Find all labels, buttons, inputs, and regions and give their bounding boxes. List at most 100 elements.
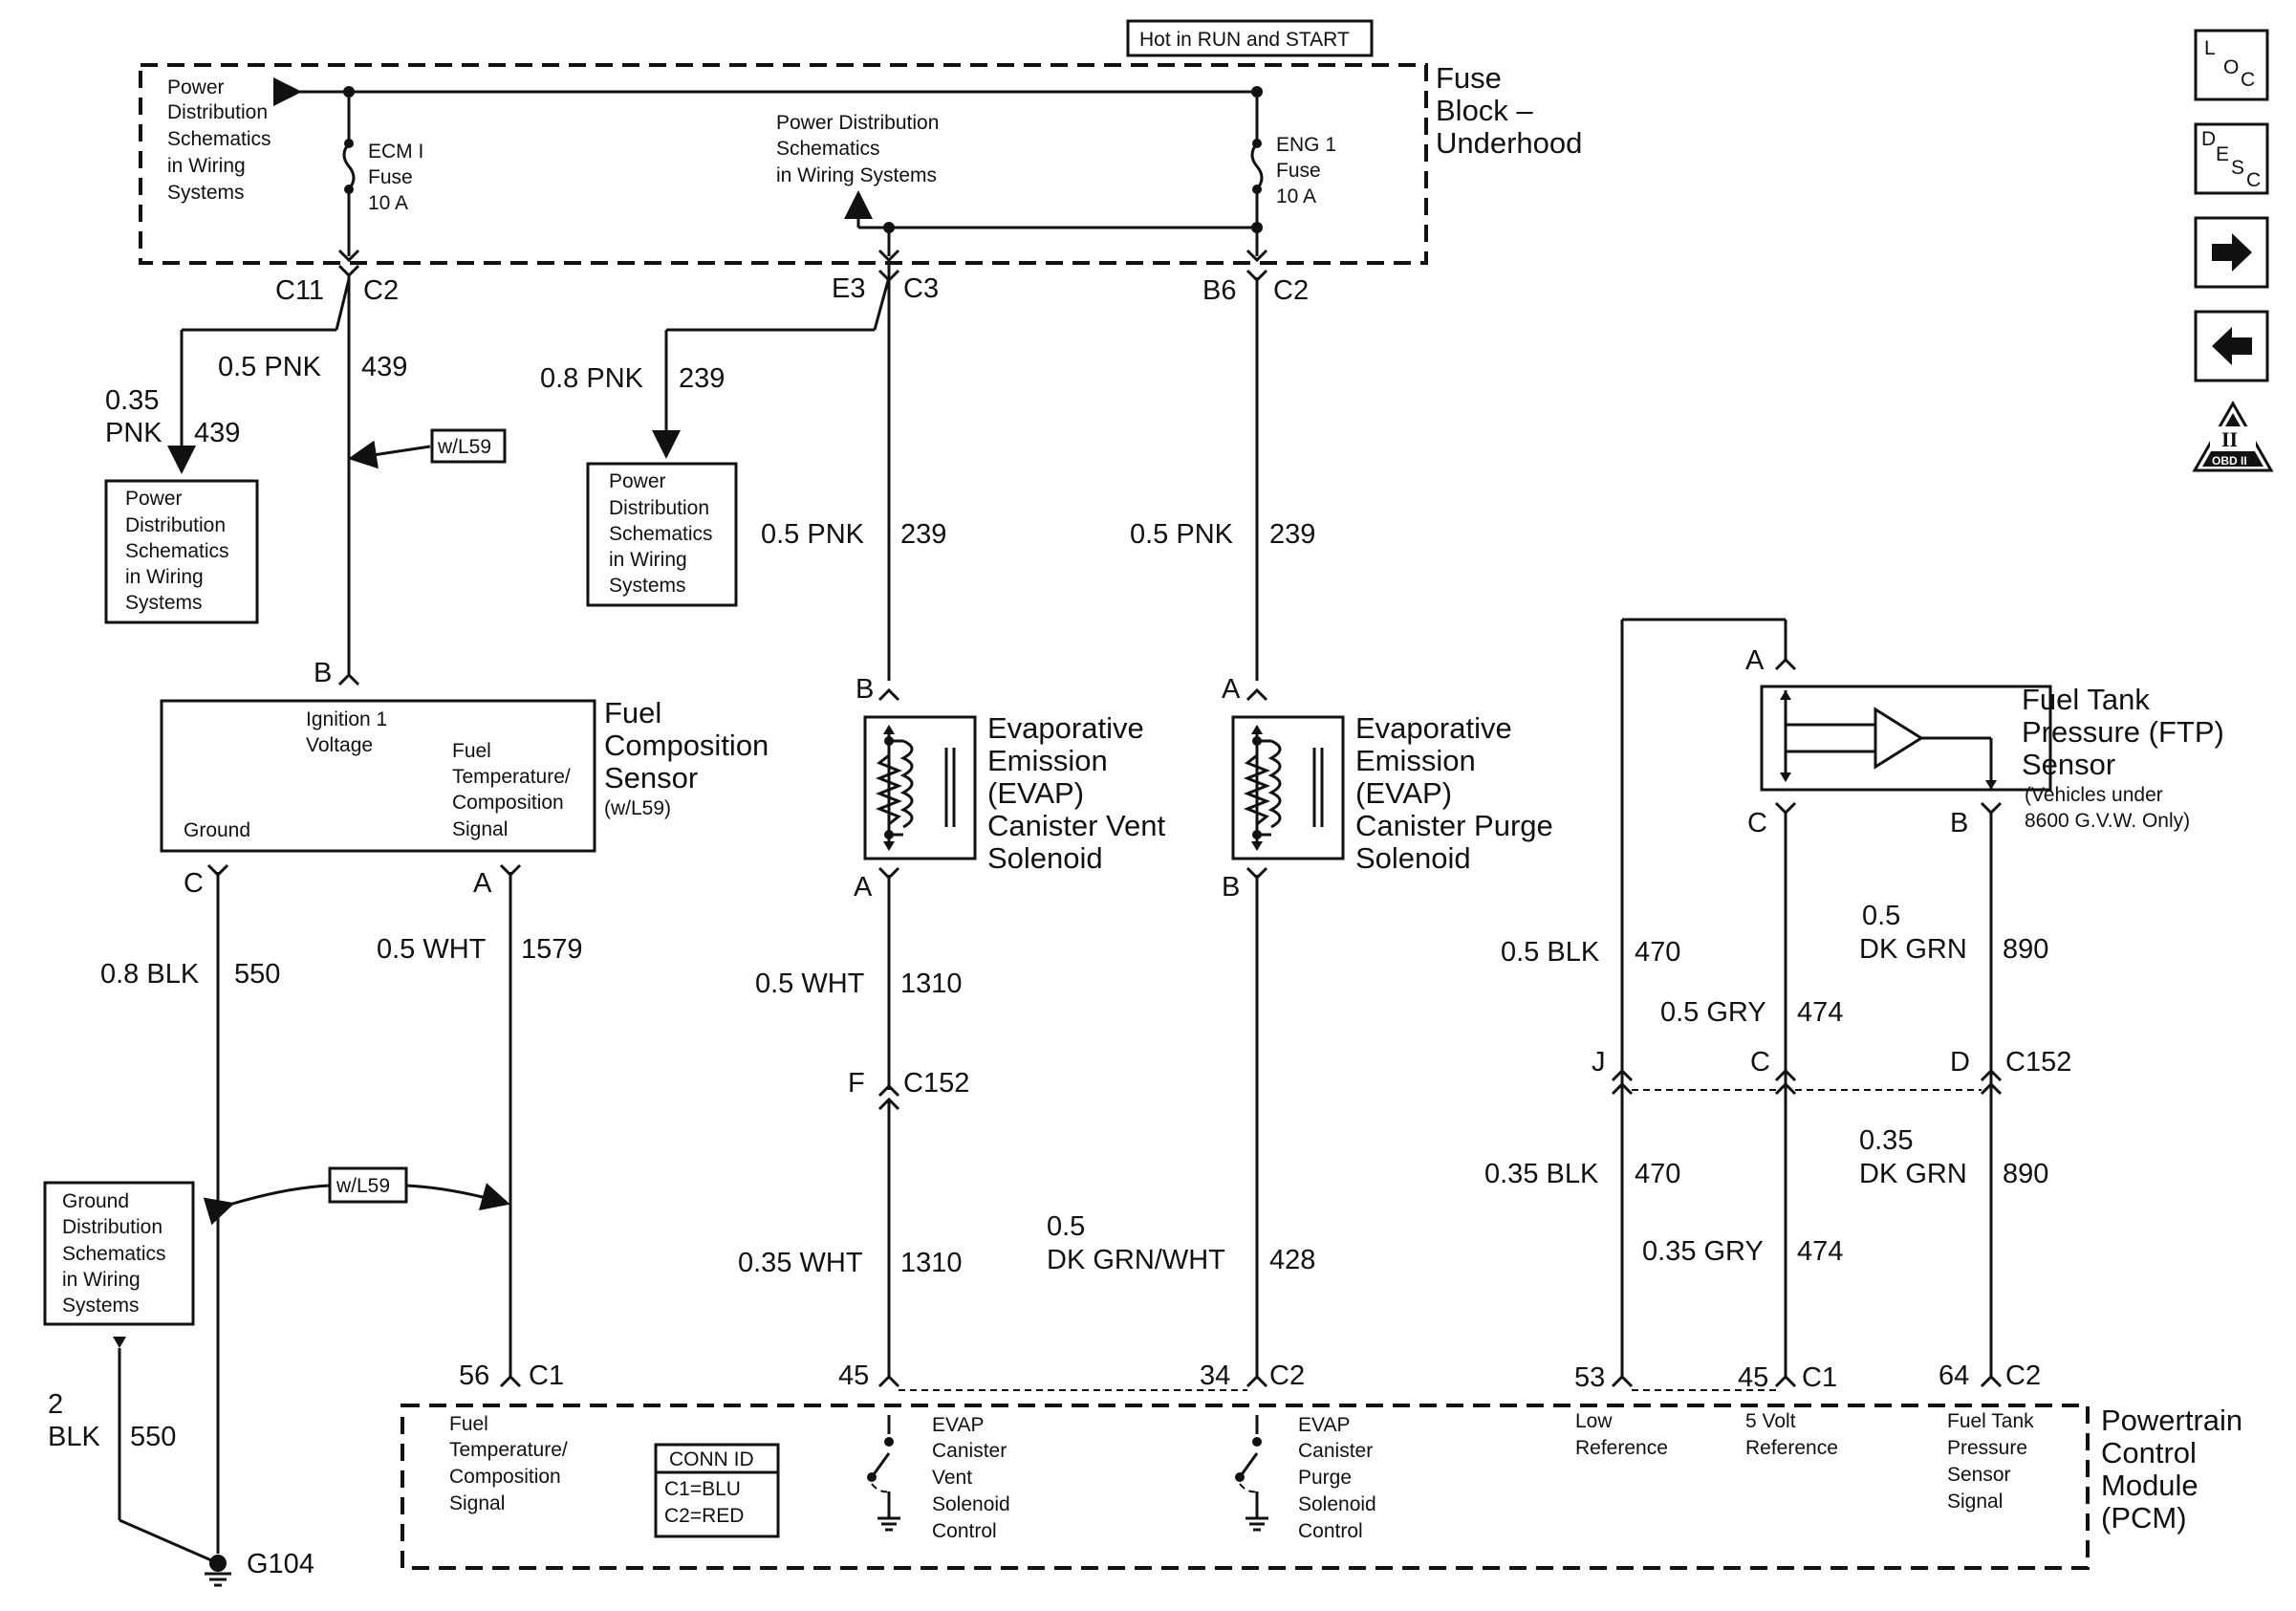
svg-text:Distribution: Distribution [125, 514, 226, 536]
svg-text:10 A: 10 A [368, 192, 408, 214]
svg-text:Sensor: Sensor [2022, 748, 2115, 781]
svg-text:Ground: Ground [62, 1190, 129, 1212]
svg-text:Solenoid: Solenoid [987, 841, 1103, 875]
svg-text:0.35 BLK: 0.35 BLK [1484, 1159, 1599, 1189]
wire-label-0-8-blk-550: 0.8 BLK 550 [100, 959, 280, 990]
svg-text:Power: Power [609, 470, 666, 492]
right-arrow-icon [2212, 233, 2252, 272]
svg-text:Control: Control [932, 1520, 997, 1542]
svg-text:in Wiring: in Wiring [62, 1269, 141, 1291]
svg-text:(Vehicles under: (Vehicles under [2025, 784, 2163, 806]
pin-a: A [854, 872, 873, 903]
wire-label-0-35-blk-470: 0.35 BLK 470 [1484, 1159, 1680, 1189]
fuel-composition-sensor-title: Fuel Composition Sensor (w/L59) [604, 696, 769, 819]
svg-text:Sensor: Sensor [1947, 1464, 2011, 1486]
svg-text:Schematics: Schematics [609, 523, 713, 545]
svg-text:L: L [2204, 37, 2216, 59]
svg-text:Emission: Emission [987, 744, 1108, 777]
svg-text:(w/L59): (w/L59) [604, 797, 671, 819]
svg-text:BLK: BLK [48, 1422, 100, 1452]
svg-text:Low: Low [1575, 1410, 1613, 1432]
pin-b: B [1950, 808, 1968, 838]
svg-text:Signal: Signal [1947, 1491, 2003, 1513]
wire-label-0-5-dk-grn-wht-428: 0.5 DK GRN/WHT 428 [1047, 1211, 1315, 1275]
svg-text:Canister Purge: Canister Purge [1355, 809, 1553, 842]
svg-text:0.35 GRY: 0.35 GRY [1642, 1236, 1764, 1267]
ground-g104: G104 [247, 1549, 314, 1579]
pin-34: 34 [1200, 1361, 1230, 1391]
svg-text:Systems: Systems [609, 575, 686, 597]
svg-text:Composition: Composition [604, 729, 769, 762]
pin-45: 45 [1738, 1362, 1768, 1393]
svg-text:DK GRN/WHT: DK GRN/WHT [1047, 1245, 1225, 1275]
obd-ii-button[interactable]: II OBD II [2192, 400, 2274, 472]
svg-text:239: 239 [1269, 519, 1315, 550]
svg-text:S: S [2231, 157, 2244, 179]
svg-text:Vent: Vent [932, 1467, 972, 1489]
svg-text:0.5 BLK: 0.5 BLK [1501, 937, 1600, 968]
svg-text:Pressure: Pressure [1947, 1437, 2027, 1459]
svg-text:470: 470 [1635, 937, 1680, 968]
svg-text:in Wiring: in Wiring [167, 155, 246, 177]
svg-text:C1=BLU: C1=BLU [664, 1478, 741, 1500]
pin-d: D [1950, 1047, 1970, 1078]
svg-text:1310: 1310 [900, 969, 963, 999]
svg-text:ENG 1: ENG 1 [1276, 134, 1336, 156]
svg-text:(PCM): (PCM) [2101, 1501, 2187, 1535]
svg-text:(EVAP): (EVAP) [1355, 776, 1452, 810]
svg-text:Temperature/: Temperature/ [452, 766, 571, 788]
svg-text:in Wiring: in Wiring [125, 566, 204, 588]
obd-ii-icon [2210, 426, 2256, 451]
svg-text:C2=RED: C2=RED [664, 1505, 744, 1527]
svg-text:0.35 WHT: 0.35 WHT [738, 1248, 863, 1278]
back-button[interactable] [2194, 310, 2269, 382]
conn-id-box [654, 1443, 780, 1538]
connector-c152: C152 [2005, 1047, 2071, 1078]
svg-text:Systems: Systems [167, 182, 245, 204]
ground-icon [205, 1572, 231, 1587]
evap-purge-solenoid-title: Evaporative Emission (EVAP) Canister Pur… [1355, 711, 1553, 875]
ecm-fuse-label: ECM I Fuse 10 A [368, 141, 423, 214]
next-button[interactable] [2194, 216, 2269, 289]
evap-purge-solenoid [1231, 715, 1345, 860]
svg-text:Canister: Canister [932, 1440, 1007, 1462]
svg-text:Distribution: Distribution [167, 101, 268, 123]
svg-text:Canister Vent: Canister Vent [987, 809, 1165, 842]
wire-label-0-5-wht-1310: 0.5 WHT 1310 [755, 969, 963, 999]
evap-vent-solenoid-title: Evaporative Emission (EVAP) Canister Ven… [987, 711, 1165, 875]
svg-text:Schematics: Schematics [125, 540, 229, 562]
svg-text:Distribution: Distribution [62, 1216, 162, 1238]
svg-text:Underhood: Underhood [1436, 126, 1582, 160]
svg-text:5 Volt: 5 Volt [1745, 1410, 1796, 1432]
svg-text:890: 890 [2003, 1159, 2048, 1189]
wire-label-0-5-dk-grn-890: 0.5 DK GRN 890 [1859, 901, 2048, 965]
pin-c: C [184, 868, 204, 899]
svg-text:439: 439 [194, 418, 240, 448]
connector-c2: C2 [2005, 1361, 2041, 1391]
power-distribution-ref-box [586, 462, 738, 607]
desc-button[interactable]: D E S C [2194, 122, 2269, 195]
wire-label-0-35-gry-474: 0.35 GRY 474 [1642, 1236, 1843, 1267]
pin-j: J [1592, 1047, 1606, 1078]
power-distribution-ref-left: Power Distribution Schematics in Wiring … [167, 76, 271, 204]
purge-control-switch-icon [1238, 1415, 1268, 1532]
pin-64: 64 [1939, 1361, 1969, 1391]
loc-button[interactable]: L O C [2194, 29, 2269, 101]
svg-text:Evaporative: Evaporative [1355, 711, 1512, 745]
svg-text:239: 239 [900, 519, 946, 550]
wire-label-2-blk-550: 2 BLK 550 [48, 1389, 176, 1452]
svg-text:0.5 WHT: 0.5 WHT [377, 934, 487, 965]
svg-text:0.35: 0.35 [1859, 1125, 1913, 1156]
svg-text:Systems: Systems [125, 592, 203, 614]
pin-56: 56 [459, 1361, 489, 1391]
vent-control-switch-icon [870, 1415, 900, 1532]
ground-distribution-ref-box [43, 1181, 195, 1326]
svg-text:O: O [2223, 56, 2239, 78]
left-arrow-icon [2212, 327, 2252, 365]
wire-label-0-35-pnk-439: 0.35 PNK 439 [105, 385, 240, 448]
wire-label-0-5-blk-470: 0.5 BLK 470 [1501, 937, 1680, 968]
svg-text:Power: Power [125, 488, 183, 510]
svg-text:550: 550 [130, 1422, 176, 1452]
svg-text:Voltage: Voltage [306, 734, 373, 756]
hot-in-run-start-label [1126, 19, 1374, 57]
